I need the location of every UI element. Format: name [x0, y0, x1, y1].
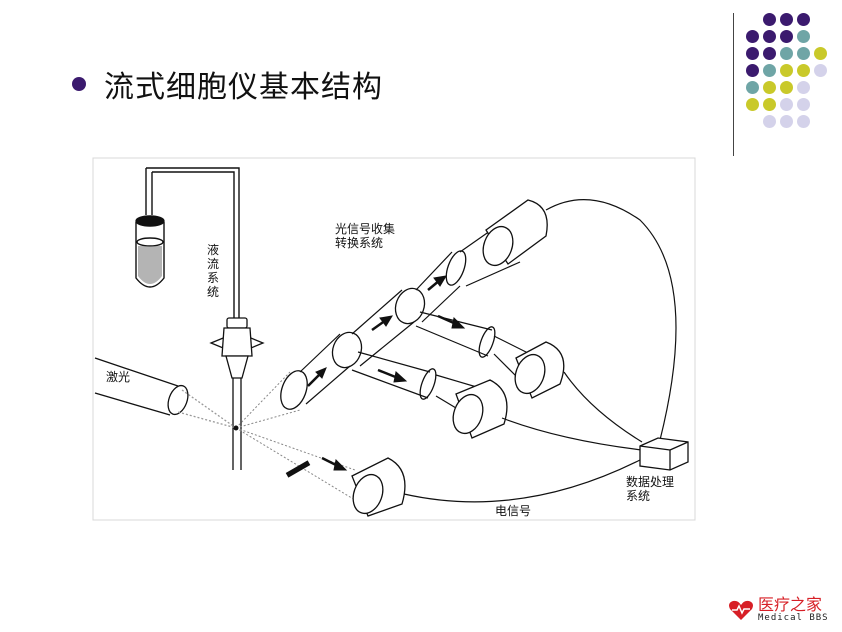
arrow-icon	[437, 314, 466, 329]
data-processing-box	[639, 437, 689, 471]
decorative-dot-grid	[746, 13, 836, 137]
decor-dot	[814, 64, 827, 77]
decor-dot	[780, 81, 793, 94]
decor-dot	[780, 47, 793, 60]
decor-dot	[763, 98, 776, 111]
logo-chinese-text: 医疗之家	[758, 595, 823, 614]
arrow-icon	[307, 367, 327, 387]
cables	[403, 199, 677, 503]
decor-dot	[780, 98, 793, 111]
decor-dot	[746, 30, 759, 43]
medical-bbs-logo: 医疗之家 Medical BBS	[728, 597, 829, 623]
decor-dot	[763, 30, 776, 43]
signal-arrows	[307, 275, 466, 471]
decor-dot	[797, 81, 810, 94]
decor-dot	[763, 115, 776, 128]
decor-dot	[763, 81, 776, 94]
detectors	[351, 199, 565, 517]
decor-dot	[746, 81, 759, 94]
label-laser: 激光	[106, 370, 131, 384]
flow-nozzle	[209, 317, 265, 470]
slide-title: 流式细胞仪基本结构	[104, 70, 383, 105]
detector-mid	[514, 341, 565, 399]
collection-lens	[280, 250, 496, 478]
arrow-icon	[321, 456, 348, 471]
decor-dot	[814, 47, 827, 60]
decor-dot	[797, 30, 810, 43]
detector-bottom	[351, 457, 406, 517]
arrow-icon	[371, 315, 393, 332]
laser-beam	[94, 357, 237, 429]
detector-low	[452, 379, 508, 439]
decor-dot	[797, 64, 810, 77]
decor-dot	[763, 13, 776, 26]
decor-dot	[746, 47, 759, 60]
divider-line	[733, 13, 734, 156]
decor-dot	[763, 47, 776, 60]
detector-top	[482, 199, 548, 267]
title-row: 流式细胞仪基本结构	[72, 62, 383, 106]
label-data-processing-2: 系统	[626, 489, 651, 503]
label-optical-collection-1: 光信号收集	[335, 222, 396, 236]
decor-dot	[746, 64, 759, 77]
arrow-icon	[377, 368, 408, 383]
decor-dot	[746, 98, 759, 111]
decor-dot	[780, 115, 793, 128]
decor-dot	[797, 47, 810, 60]
decor-dot	[780, 30, 793, 43]
label-electrical-signal: 电信号	[495, 504, 532, 518]
decor-dot	[797, 98, 810, 111]
decor-dot	[780, 64, 793, 77]
logo-english-text: Medical BBS	[758, 613, 829, 623]
bullet-icon	[72, 77, 86, 91]
sample-tube	[135, 167, 240, 320]
diagram-frame	[92, 157, 696, 521]
label-data-processing-1: 数据处理	[626, 475, 675, 489]
label-fluid-system: 液流系统	[207, 243, 220, 299]
decor-dot	[797, 13, 810, 26]
label-optical-collection-2: 转换系统	[335, 236, 384, 250]
decor-dot	[797, 115, 810, 128]
decor-dot	[763, 64, 776, 77]
heart-icon	[729, 600, 753, 620]
arrow-icon	[427, 275, 447, 291]
decor-dot	[780, 13, 793, 26]
